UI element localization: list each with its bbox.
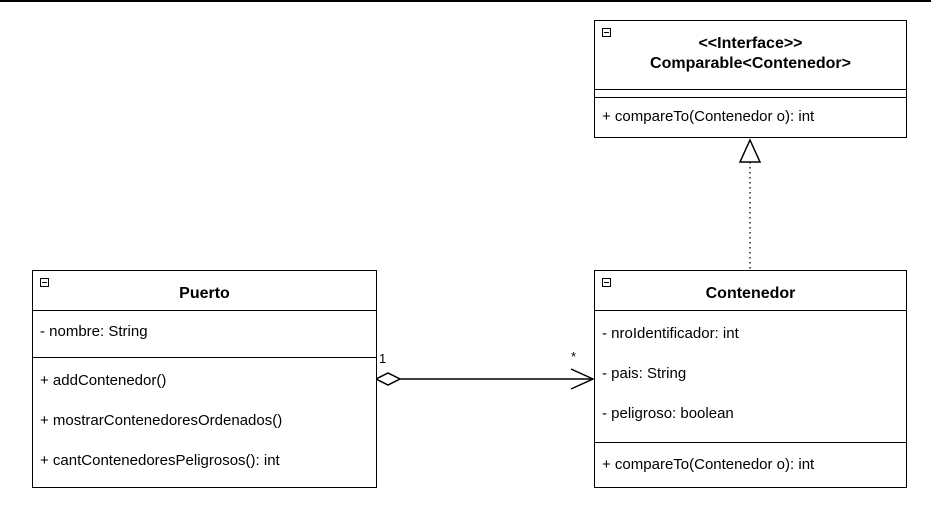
interface-methods: + compareTo(Contenedor o): int <box>595 98 906 136</box>
attribute-row: - pais: String <box>602 365 687 382</box>
interface-comparable[interactable]: <<Interface>> Comparable<Contenedor> + c… <box>594 20 907 138</box>
interface-header: <<Interface>> Comparable<Contenedor> <box>595 21 906 90</box>
class-name: Contenedor <box>705 285 796 302</box>
method-row: + addContenedor() <box>40 372 167 389</box>
method-row: + compareTo(Contenedor o): int <box>602 456 815 473</box>
collapse-icon[interactable] <box>602 28 611 37</box>
class-methods: + compareTo(Contenedor o): int <box>595 443 906 483</box>
class-contenedor[interactable]: Contenedor - nroIdentificador: int - pai… <box>594 270 907 488</box>
attribute-row: - nombre: String <box>40 323 148 340</box>
class-header: Contenedor <box>595 271 906 311</box>
method-row: + mostrarContenedoresOrdenados() <box>40 412 283 429</box>
collapse-icon[interactable] <box>40 278 49 287</box>
interface-attributes <box>595 90 906 98</box>
realization-arrowhead <box>738 138 762 163</box>
attribute-row: - nroIdentificador: int <box>602 325 739 342</box>
top-border-line <box>0 0 931 2</box>
method-row: + cantContenedoresPeligrosos(): int <box>40 452 280 469</box>
class-puerto[interactable]: Puerto - nombre: String + addContenedor(… <box>32 270 377 488</box>
interface-stereotype: <<Interface>> <box>698 35 803 52</box>
class-attributes: - nroIdentificador: int - pais: String -… <box>595 311 906 443</box>
aggregation-diamond <box>374 372 402 386</box>
source-multiplicity: 1 <box>379 351 387 366</box>
method-row: + compareTo(Contenedor o): int <box>602 108 815 125</box>
collapse-icon[interactable] <box>602 278 611 287</box>
class-name: Puerto <box>179 285 230 302</box>
attribute-row: - peligroso: boolean <box>602 405 734 422</box>
target-multiplicity: * <box>571 349 577 364</box>
interface-name: Comparable<Contenedor> <box>650 55 851 72</box>
class-header: Puerto <box>33 271 376 311</box>
aggregation-arrowhead <box>570 368 595 390</box>
class-attributes: - nombre: String <box>33 311 376 358</box>
class-methods: + addContenedor() + mostrarContenedoresO… <box>33 358 376 478</box>
